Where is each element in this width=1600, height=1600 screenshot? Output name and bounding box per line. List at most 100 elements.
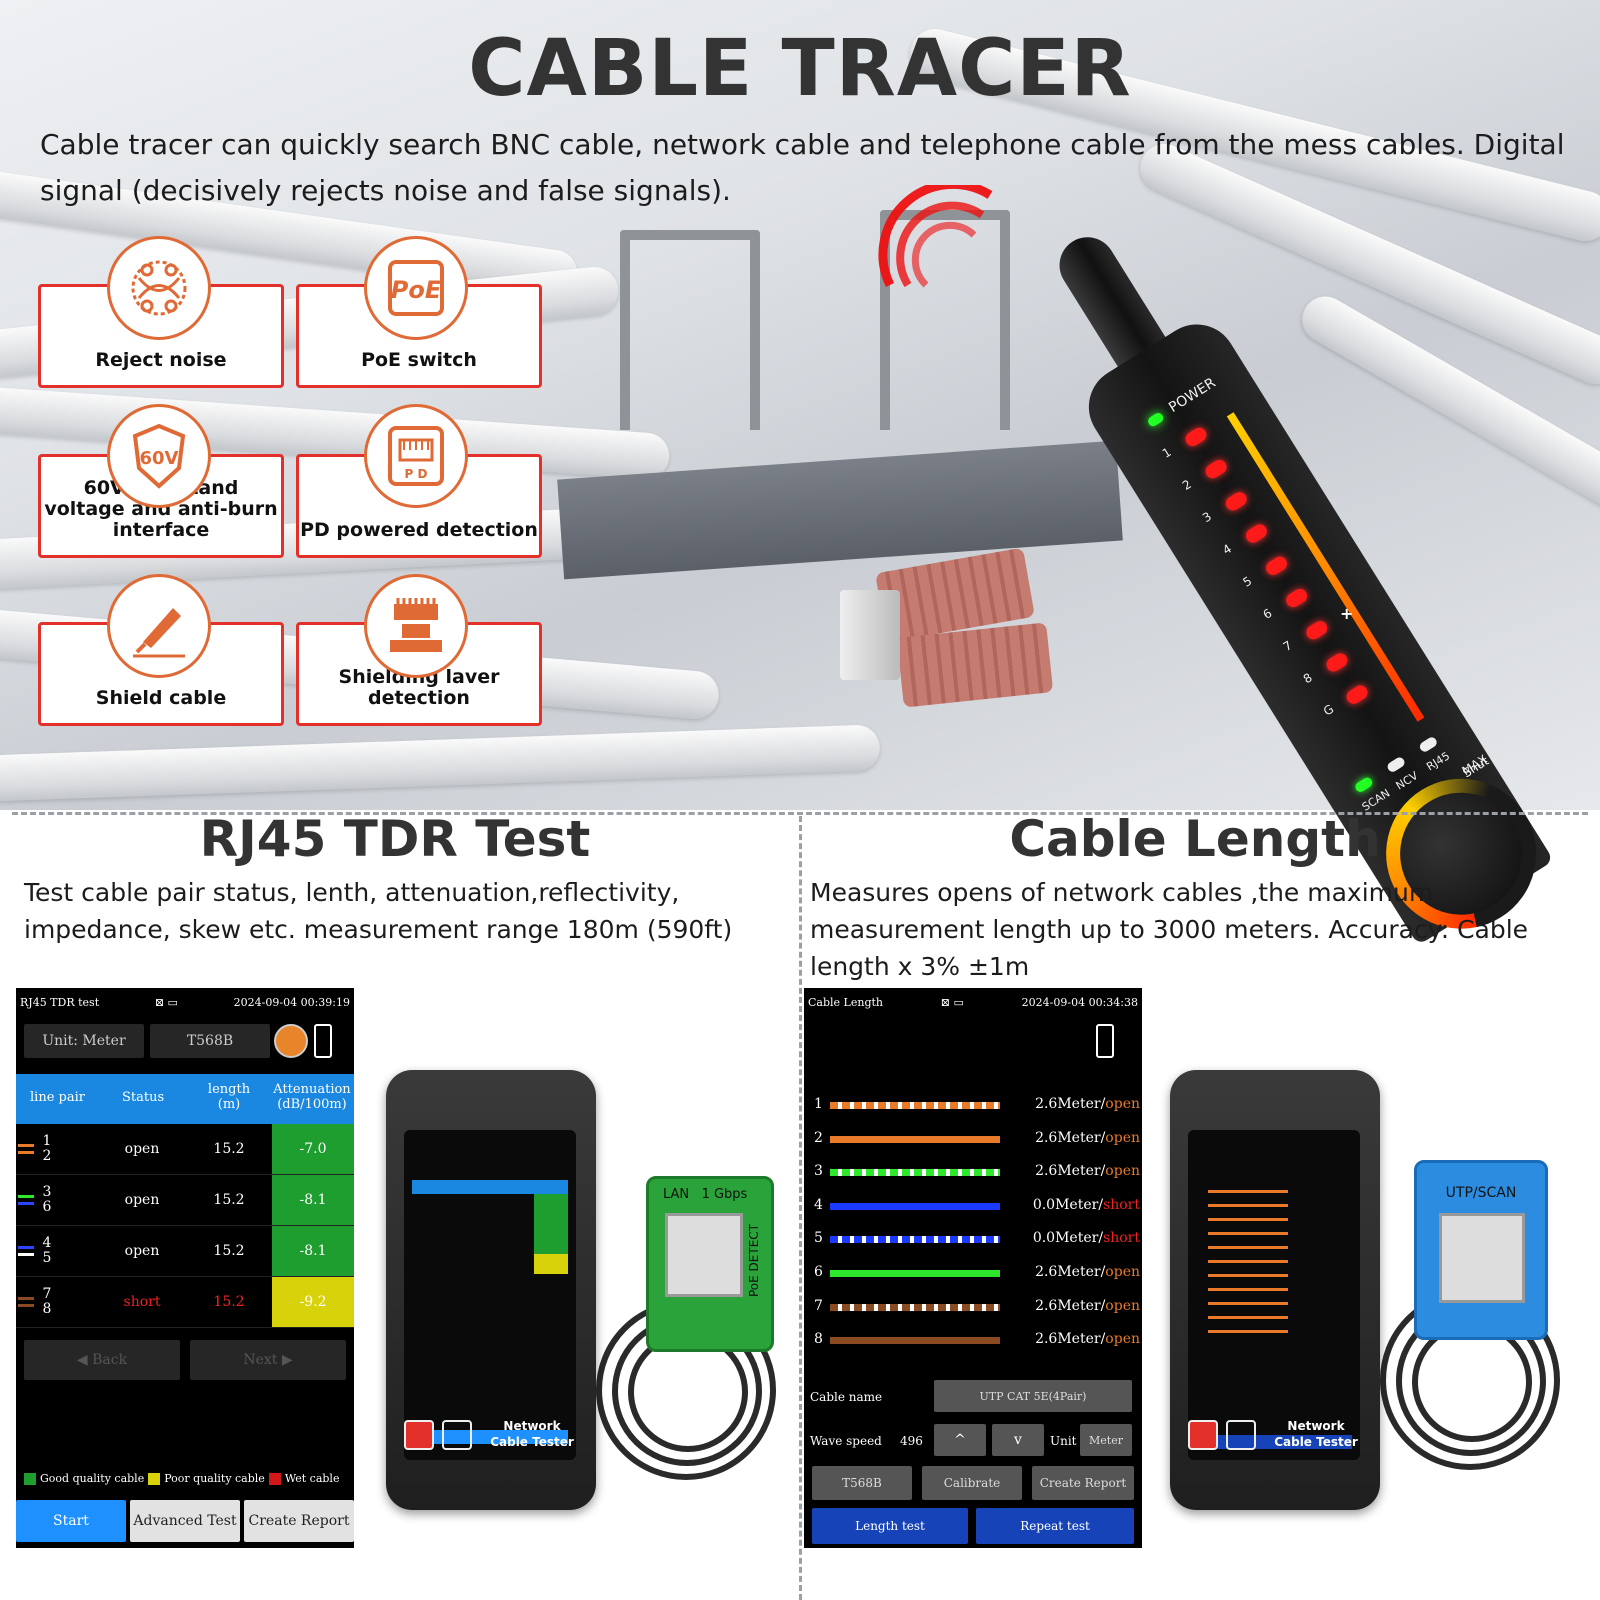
tdr-screen: RJ45 TDR test ⊠ ▭ 2024-09-04 00:39:19 Un… xyxy=(16,988,354,1548)
legend-swatch xyxy=(148,1472,161,1485)
wire-row: 8 2.6Meter/open xyxy=(804,1323,1142,1357)
mini-buttons xyxy=(412,1430,568,1444)
wire-number: 4 xyxy=(814,1196,823,1213)
wave-speed-value: 496 xyxy=(900,1434,923,1448)
return-button xyxy=(1226,1420,1256,1450)
length-description: Measures opens of network cables ,the ma… xyxy=(810,878,1529,981)
legend-item: Good quality cable xyxy=(40,1472,145,1485)
shielding-layer-icon xyxy=(364,574,468,678)
pair-length: 15.2 xyxy=(213,1192,245,1208)
next-button[interactable]: Next ▶ xyxy=(190,1340,346,1380)
lan-icon xyxy=(1096,1024,1114,1058)
device-label-line: Cable Tester xyxy=(1274,1435,1358,1449)
column-header: line pair xyxy=(30,1090,85,1105)
lan-icon xyxy=(314,1024,332,1058)
unit-button[interactable]: Unit: Meter xyxy=(24,1024,144,1058)
wire-number: 6 xyxy=(814,1264,823,1280)
pair-wire-icon xyxy=(18,1124,38,1174)
back-button[interactable]: ◀ Back xyxy=(24,1340,180,1380)
probe-icon xyxy=(107,574,211,678)
wire-row: 7 2.6Meter/open xyxy=(804,1290,1142,1324)
svg-text:P D: P D xyxy=(405,467,428,481)
mini-buttons xyxy=(1196,1435,1352,1449)
t568b-button[interactable]: T568B xyxy=(812,1466,912,1500)
noise-rejection-icon xyxy=(107,236,211,340)
wire-number: 7 xyxy=(814,1297,823,1314)
unit-label: Unit xyxy=(1050,1434,1077,1448)
mini-table-header xyxy=(412,1180,568,1194)
wire-result: 2.6Meter/open xyxy=(1035,1129,1140,1146)
unit-select[interactable]: Meter xyxy=(1080,1424,1132,1456)
repeat-test-button[interactable]: Repeat test xyxy=(976,1508,1134,1544)
cable-name-select[interactable]: UTP CAT 5E(4Pair) xyxy=(934,1380,1132,1412)
wire-line xyxy=(830,1135,1000,1143)
pd-port-icon: P D xyxy=(364,404,468,508)
advanced-test-button[interactable]: Advanced Test xyxy=(130,1500,240,1542)
wire-result: 2.6Meter/open xyxy=(1035,1331,1140,1348)
feature-label: Shield cable xyxy=(95,687,227,709)
pair-wire-icon xyxy=(18,1277,38,1327)
legend-swatch xyxy=(268,1472,281,1485)
datetime: 2024-09-04 00:34:38 xyxy=(1021,995,1138,1009)
calibrate-button[interactable]: Calibrate xyxy=(922,1466,1022,1500)
wire-number: 3 xyxy=(814,1163,823,1180)
no-display-icon: ⊠ ▭ xyxy=(940,995,964,1009)
standard-button[interactable]: T568B xyxy=(150,1024,270,1058)
section-divider xyxy=(12,812,1588,815)
feature-label: PD powered detection xyxy=(300,519,538,541)
wire-number: 1 xyxy=(814,1096,823,1112)
legend: Good quality cable Poor quality cable We… xyxy=(24,1472,339,1485)
wave-down-button[interactable]: v xyxy=(992,1424,1044,1456)
pair-attenuation: -7.0 xyxy=(272,1124,354,1174)
device-screen xyxy=(404,1130,576,1460)
power-button xyxy=(404,1420,434,1450)
svg-text:PoE: PoE xyxy=(391,276,442,304)
device-label-line: Network xyxy=(1287,1419,1345,1433)
bg-cable xyxy=(0,724,881,802)
wire-number: 8 xyxy=(814,1331,823,1348)
pair-status: open xyxy=(124,1192,160,1208)
wave-up-button[interactable]: ^ xyxy=(934,1424,986,1456)
power-button xyxy=(1188,1420,1218,1450)
rj45-boot xyxy=(896,622,1054,708)
wire-line xyxy=(830,1169,1000,1177)
length-test-button[interactable]: Length test xyxy=(812,1508,968,1544)
lan-remote-label: LAN 1 Gbps xyxy=(663,1187,747,1202)
device-label-line: Network xyxy=(503,1419,561,1433)
poe-icon: PoE xyxy=(364,236,468,340)
wire-line xyxy=(830,1337,1000,1345)
pair-status: short xyxy=(123,1294,161,1310)
section-divider xyxy=(799,816,802,1600)
feature-label: Reject noise xyxy=(95,349,227,371)
status-bar: Cable Length ⊠ ▭ 2024-09-04 00:34:38 xyxy=(804,988,1142,1016)
help-icon[interactable] xyxy=(274,1024,308,1058)
shield-60v-icon: 60V xyxy=(107,404,211,508)
svg-text:60V: 60V xyxy=(140,448,179,469)
wire-result: 2.6Meter/open xyxy=(1035,1297,1140,1314)
legend-swatch xyxy=(24,1472,36,1485)
wire-line xyxy=(830,1236,1000,1244)
column-header: Status xyxy=(122,1090,165,1105)
signal-waves-icon xyxy=(878,185,993,288)
metal-bracket xyxy=(620,230,760,430)
length-title: Cable Length xyxy=(1009,810,1381,868)
page-title: CABLE TRACER xyxy=(468,24,1132,114)
pair-attenuation: -9.2 xyxy=(272,1277,354,1327)
utp-remote-unit: UTP/SCAN xyxy=(1414,1160,1548,1340)
port-label: UTP/SCAN xyxy=(1445,1185,1517,1201)
port-label: LAN xyxy=(663,1187,690,1202)
create-report-button[interactable]: Create Report xyxy=(1032,1466,1134,1500)
create-report-button[interactable]: Create Report xyxy=(244,1500,354,1542)
intro-text: Cable tracer can quickly search BNC cabl… xyxy=(40,128,1565,207)
start-button[interactable]: Start xyxy=(16,1500,126,1542)
